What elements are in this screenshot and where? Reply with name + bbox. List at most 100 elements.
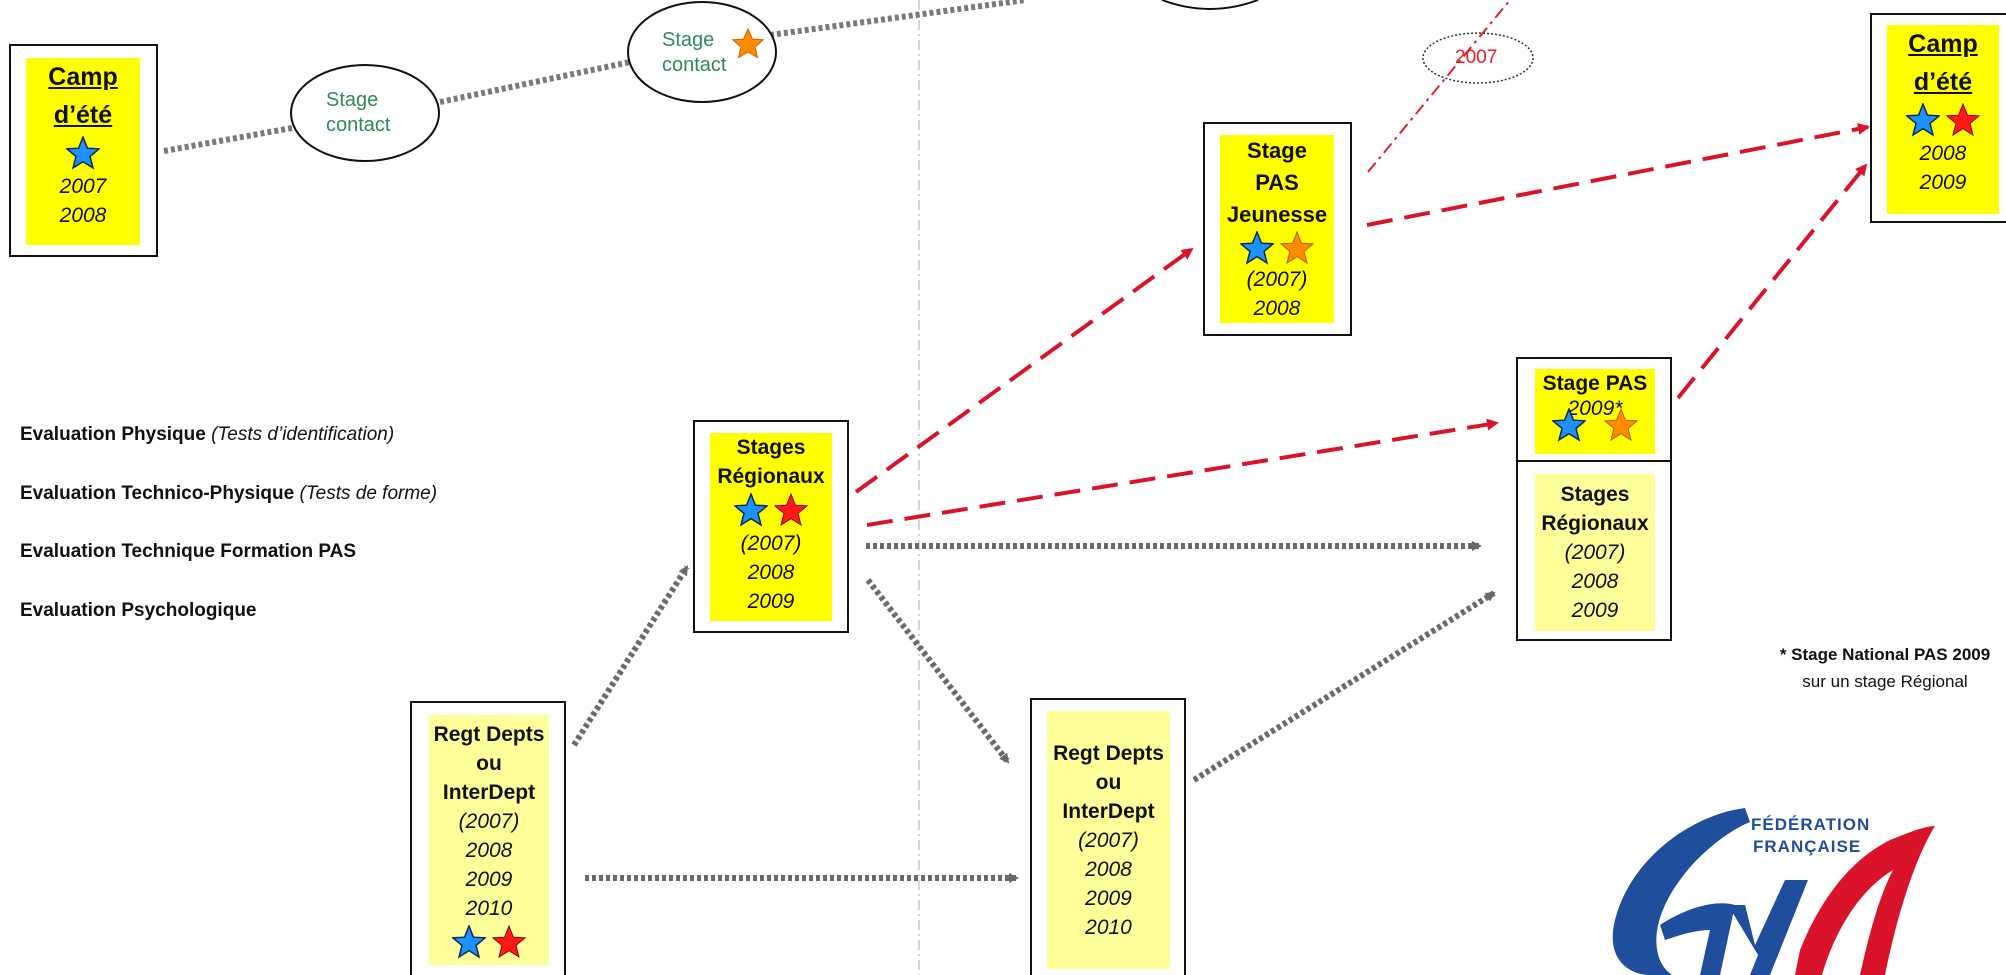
regt-mid-year-1: (2007) [1078, 828, 1139, 852]
camp-left-year-1: 2007 [59, 175, 107, 198]
stages-regionaux-right-fill: Stages Régionaux (2007) 2008 2009 [1535, 474, 1655, 631]
camp-right-year-2: 2009 [1919, 171, 1967, 194]
stage-contact-1-line1: Stage [326, 89, 379, 111]
legend-physique-bold: Evaluation Physique [20, 424, 206, 445]
camp-left-stars [66, 134, 100, 172]
regt-left-year-2: 2008 [465, 838, 513, 862]
star-blue-icon [1906, 103, 1940, 137]
stage-contact-1-line2: contact [326, 114, 391, 136]
legend-physique-italic: (Tests d’identification) [211, 424, 395, 445]
stage-pas-right-year: 2009* [1567, 397, 1623, 420]
stage-pas-right-stars [1552, 408, 1638, 442]
camp-left-title-2: d’été [53, 101, 113, 129]
stage-pas-right-title: Stage PAS [1542, 372, 1648, 395]
regionaux-right-year-2: 2008 [1571, 570, 1619, 593]
year-2007-label: 2007 [1455, 47, 1498, 68]
regt-mid-year-3: 2009 [1085, 886, 1132, 910]
contact-path-line-1 [163, 125, 293, 154]
logo-francaise-text: FRANÇAISE [1753, 837, 1861, 856]
stage-contact-2-line1: Stage [662, 29, 715, 51]
star-orange-icon [1604, 408, 1638, 442]
star-red-icon [774, 493, 808, 527]
regt-mid-year-2: 2008 [1085, 857, 1132, 881]
regt-left-title-2: ou [476, 751, 502, 775]
stage-contact-label-2: Stage contact [662, 28, 726, 78]
star-blue-icon [66, 136, 100, 170]
regionaux-mid-title-1: Stages [736, 436, 806, 459]
regionaux-mid-title-2: Régionaux [717, 465, 825, 488]
arrow-regionaux-to-pas-jeunesse [854, 247, 1194, 494]
legend-psycho-bold: Evaluation Psychologique [20, 600, 257, 621]
footnote: * Stage National PAS 2009 sur un stage R… [1735, 641, 2006, 695]
regt-mid-fill: Regt Depts ou InterDept (2007) 2008 2009… [1047, 711, 1170, 969]
regt-mid-title-3: InterDept [1062, 799, 1155, 823]
cropped-oval-top [1161, 0, 1259, 10]
camp-left-title-1: Camp [48, 63, 118, 91]
star-red-icon [1946, 103, 1980, 137]
regionaux-mid-stars [734, 491, 808, 529]
regt-left-title-3: InterDept [442, 780, 536, 804]
star-blue-icon [1240, 231, 1274, 265]
camp-left-year-2: 2008 [59, 204, 107, 227]
red-dashdot-line [1367, 0, 1511, 173]
camp-ete-right-node: Camp d’été 2008 2009 [1870, 13, 2006, 223]
star-orange-icon [1280, 231, 1314, 265]
camp-right-title-1: Camp [1908, 30, 1978, 58]
star-red-icon [492, 924, 526, 958]
pas-jeunesse-year-1: (2007) [1246, 268, 1308, 291]
stage-pas-jeunesse-node: Stage PAS Jeunesse (2007) 2008 [1203, 122, 1352, 336]
regionaux-mid-year-1: (2007) [740, 532, 802, 555]
stage-contact-2-line2: contact [662, 54, 727, 76]
regt-left-stars [452, 923, 526, 961]
stage-contact-oval-2 [627, 1, 777, 103]
stages-regionaux-mid-fill: Stages Régionaux (2007) 2008 2009 [710, 433, 832, 621]
arrow-regionaux-to-stage-pas [866, 418, 1499, 527]
pas-jeunesse-stars [1240, 231, 1314, 265]
star-blue-icon [1552, 408, 1586, 442]
regt-depts-left-node: Regt Depts ou InterDept (2007) 2008 2009… [410, 701, 566, 975]
regionaux-right-title-2: Régionaux [1541, 512, 1649, 535]
stages-regionaux-right-node: Stages Régionaux (2007) 2008 2009 [1516, 460, 1672, 641]
legend-technico-italic: (Tests de forme) [299, 483, 438, 504]
legend-technique-pas: Evaluation Technique Formation PAS [20, 541, 356, 563]
stage-pas-right-fill: Stage PAS 2009* [1535, 369, 1655, 454]
arrow-regionaux-to-regt-mid [865, 578, 1011, 764]
regionaux-mid-year-2: 2008 [747, 561, 795, 584]
regt-mid-title-2: ou [1095, 770, 1122, 794]
regt-left-title-1: Regt Depts [433, 722, 545, 746]
stage-contact-label-1: Stage contact [326, 88, 390, 138]
camp-right-title-2: d’été [1913, 68, 1973, 96]
arrow-pas-jeunesse-to-camp [1366, 123, 1870, 227]
camp-ete-left-fill: Camp d’été 2007 2008 [26, 58, 140, 245]
star-blue-icon [452, 924, 486, 959]
regt-left-year-4: 2010 [465, 896, 513, 920]
stages-regionaux-mid-node: Stages Régionaux (2007) 2008 2009 [693, 420, 849, 633]
pas-jeunesse-title-3: Jeunesse [1226, 202, 1328, 227]
pas-jeunesse-year-2: 2008 [1253, 297, 1301, 320]
regt-left-year-1: (2007) [458, 809, 520, 833]
star-orange-icon [731, 27, 765, 59]
contact-path-line-3 [769, 0, 1026, 38]
regt-mid-year-4: 2010 [1085, 915, 1132, 939]
arrow-stage-pas-to-camp [1676, 163, 1868, 400]
stage-pas-jeunesse-fill: Stage PAS Jeunesse (2007) 2008 [1220, 135, 1334, 323]
footnote-line1: * Stage National PAS 2009 [1779, 645, 1991, 664]
regt-left-fill: Regt Depts ou InterDept (2007) 2008 2009… [429, 715, 549, 965]
pas-jeunesse-title-1: Stage [1247, 138, 1307, 163]
regt-depts-mid-node: Regt Depts ou InterDept (2007) 2008 2009… [1030, 698, 1186, 975]
legend-technico-physique: Evaluation Technico-Physique (Tests de f… [20, 483, 437, 505]
ffgym-logo: FÉDÉRATION FRANÇAISE [1612, 808, 1935, 975]
regionaux-right-title-1: Stages [1560, 483, 1630, 506]
regt-left-year-3: 2009 [465, 867, 513, 891]
camp-right-stars [1906, 101, 1980, 139]
legend-technico-bold: Evaluation Technico-Physique [20, 483, 295, 504]
regionaux-right-year-1: (2007) [1564, 541, 1626, 564]
footnote-line2: sur un stage Régional [1802, 672, 1968, 691]
pas-jeunesse-title-2: PAS [1255, 170, 1299, 195]
legend-technique-bold: Evaluation Technique Formation PAS [20, 541, 357, 562]
star-blue-icon [734, 493, 768, 527]
legend-physique: Evaluation Physique (Tests d’identificat… [20, 424, 394, 446]
regionaux-mid-year-3: 2009 [747, 590, 795, 613]
legend-psychologique: Evaluation Psychologique [20, 600, 257, 622]
